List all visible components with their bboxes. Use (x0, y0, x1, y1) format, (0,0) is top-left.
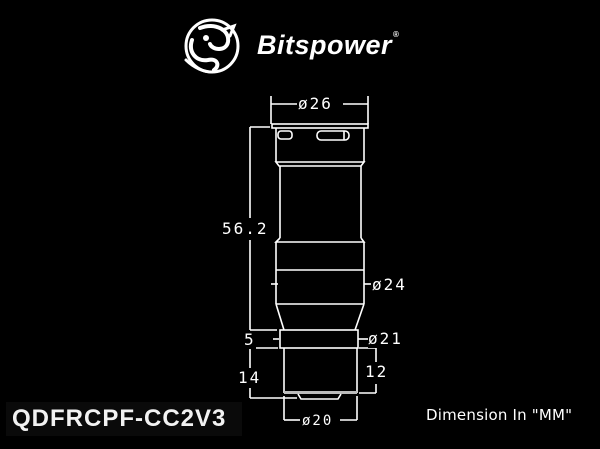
mid-body (275, 242, 365, 331)
label-ring-diameter: ø21 (368, 329, 403, 348)
brand-text: Bitspower (257, 30, 393, 60)
tube-body (274, 166, 366, 243)
label-mid-diameter: ø24 (372, 275, 407, 294)
registered-mark: ® (393, 30, 400, 39)
latch-left (277, 130, 293, 140)
label-top-diameter: ø26 (298, 94, 333, 113)
dragon-emblem-icon (184, 18, 240, 74)
latch-right (316, 130, 350, 141)
bottom-body (283, 348, 358, 400)
top-flange (271, 123, 369, 129)
label-bottom-length: 14 (238, 368, 262, 387)
brand-name: Bitspower® (257, 30, 399, 61)
units-note: Dimension In "MM" (426, 406, 573, 424)
label-total-length: 56.2 (222, 219, 269, 238)
label-thread-length: 12 (365, 362, 389, 381)
label-bottom-diameter: ø20 (302, 412, 334, 430)
model-number: QDFRCPF-CC2V3 (6, 402, 242, 436)
dim-thread-length-lines (359, 347, 377, 394)
dim-top-diameter-lines (270, 96, 369, 124)
label-ring-height: 5 (244, 330, 256, 349)
dim-bottom-diameter-lines (283, 396, 358, 421)
ring (279, 329, 359, 349)
dim-total-length-lines (249, 126, 277, 331)
upper-body (274, 128, 366, 167)
